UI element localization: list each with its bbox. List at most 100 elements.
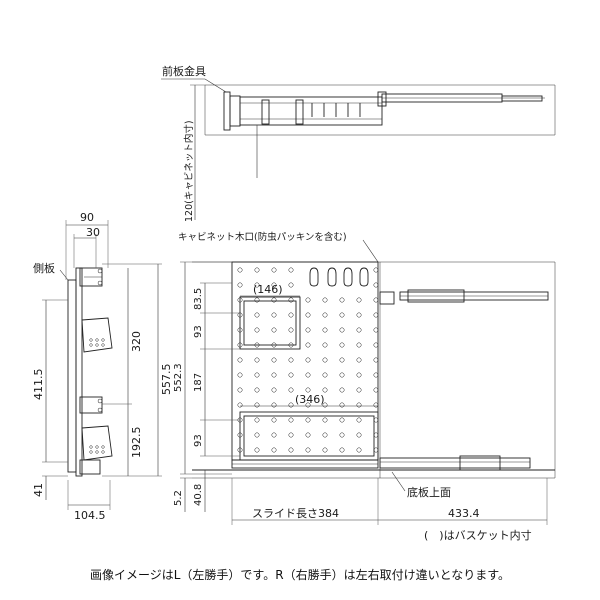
perforation-hole [322,372,328,378]
perforation-hole [339,402,345,408]
perforation-hole [254,312,260,318]
perforation-hole [356,327,362,333]
perforation-hole [237,387,243,393]
dim-93-bottom: 93 [193,434,204,447]
perforation-hole [373,312,379,318]
perforation-hole [322,357,328,363]
perforation-hole [356,357,362,363]
perforation-hole [254,372,260,378]
perforation-hole [305,342,311,348]
perforation-hole [254,297,260,303]
perforation-hole [254,402,260,408]
bottom-board-top-label: 底板上面 [407,485,451,499]
perforation-hole [254,387,260,393]
perforation-hole [373,447,379,453]
perforation-hole [288,327,294,333]
dim-192-5: 192.5 [130,427,143,459]
perforation-hole [271,402,277,408]
perforation-hole [271,282,277,288]
perforation-hole [288,417,294,423]
perforation-hole [339,342,345,348]
perforation-hole [271,372,277,378]
perforation-hole [305,312,311,318]
perforation-hole [237,267,243,273]
perforation-hole [322,432,328,438]
perforation-hole [254,327,260,333]
perforation-hole [288,402,294,408]
perforation-hole [254,267,260,273]
cabinet-front-edge-label: キャビネット木口(防虫パッキンを含む) [178,231,347,243]
perforation-hole [356,297,362,303]
dim-320: 320 [130,331,143,352]
perforation-hole [322,312,328,318]
perforation-hole [305,432,311,438]
perforation-hole [373,372,379,378]
front-view [180,239,556,525]
perforation-hole [271,357,277,363]
perforation-hole [254,417,260,423]
perforation-hole [339,432,345,438]
perforation-hole [237,372,243,378]
perforation-holes [237,267,379,453]
perforation-hole [356,432,362,438]
perforation-hole [237,357,243,363]
perforation-hole [288,447,294,453]
perforation-hole [339,417,345,423]
perforation-hole [305,297,311,303]
perforation-hole [305,372,311,378]
dim-93-top: 93 [193,325,204,338]
perforation-hole [254,447,260,453]
perforation-hole [373,297,379,303]
perforation-hole [322,342,328,348]
perforation-hole [305,417,311,423]
perforation-hole [356,342,362,348]
perforation-hole [254,432,260,438]
perforation-hole [356,417,362,423]
perforation-hole [373,402,379,408]
dim-104-5: 104.5 [74,509,106,522]
perforation-hole [356,402,362,408]
dim-41: 41 [32,483,45,497]
dim-346: (346) [295,393,325,406]
perforation-hole [373,417,379,423]
perforation-hole [288,297,294,303]
perforation-hole [271,312,277,318]
perforation-hole [356,447,362,453]
dim-90: 90 [80,211,94,224]
cabinet-inner-height-label: 120(キャビネット内寸) [183,120,195,222]
front-panel-fitting-label: 前板金具 [162,64,206,78]
dim-187: 187 [193,373,204,392]
perforation-hole [237,282,243,288]
perforation-hole [339,327,345,333]
perforation-hole [373,342,379,348]
perforation-hole [322,447,328,453]
perforation-hole [322,297,328,303]
perforation-hole [305,327,311,333]
perforation-hole [254,357,260,363]
perforation-hole [271,432,277,438]
perforation-hole [339,297,345,303]
perforation-hole [339,312,345,318]
caption: 画像イメージはL（左勝手）です。R（右勝手）は左右取付け違いとなります。 [89,568,511,582]
perforation-hole [288,372,294,378]
dim-40-8: 40.8 [193,484,204,506]
perforation-hole [305,387,311,393]
top-view [161,78,556,220]
perforation-hole [271,417,277,423]
basket-inner-note: ( )はバスケット内寸 [424,528,532,542]
perforation-hole [373,282,379,288]
slide-length-label: スライド長さ384 [252,507,339,520]
perforation-hole [356,312,362,318]
perforation-hole [373,267,379,273]
dim-557-5: 557.5 [160,364,173,396]
perforation-hole [288,282,294,288]
perforation-hole [237,402,243,408]
dim-83-5: 83.5 [193,288,204,310]
dim-30: 30 [86,226,100,239]
perforation-hole [322,327,328,333]
perforation-hole [305,447,311,453]
perforation-hole [339,372,345,378]
perforation-hole [271,387,277,393]
perforation-hole [271,447,277,453]
perforation-hole [322,417,328,423]
